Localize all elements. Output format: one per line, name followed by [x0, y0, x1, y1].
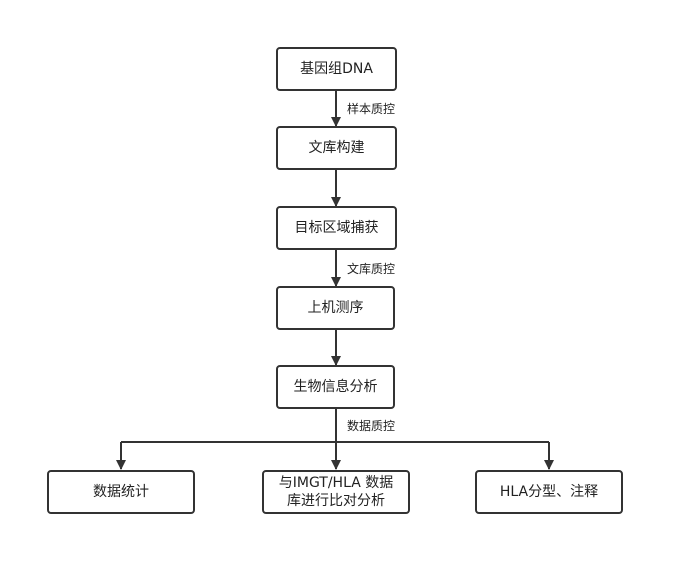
node-genomic-dna: 基因组DNA [276, 47, 397, 91]
node-label: 数据统计 [93, 484, 149, 500]
node-label-line-1: 与IMGT/HLA 数据 [278, 475, 394, 491]
node-label: HLA分型、注释 [499, 484, 599, 500]
edge-label-data-qc: 数据质控 [347, 419, 396, 433]
node-imgt-compare: 与IMGT/HLA 数据 库进行比对分析 [262, 470, 410, 514]
node-bioinformatics: 生物信息分析 [276, 365, 395, 409]
node-label: 生物信息分析 [293, 379, 378, 395]
node-label: 上机测序 [307, 300, 364, 316]
node-label: 文库构建 [308, 140, 365, 156]
node-target-capture: 目标区域捕获 [276, 206, 397, 250]
node-sequencing: 上机测序 [276, 286, 395, 330]
node-data-statistics: 数据统计 [47, 470, 195, 514]
node-library-construction: 文库构建 [276, 126, 397, 170]
node-hla-typing: HLA分型、注释 [475, 470, 623, 514]
node-label-line-2: 库进行比对分析 [287, 493, 385, 509]
node-label: 基因组DNA [300, 61, 373, 77]
node-label: 目标区域捕获 [294, 220, 379, 236]
edge-label-sample-qc: 样本质控 [347, 102, 396, 116]
edge-label-library-qc: 文库质控 [347, 262, 396, 276]
